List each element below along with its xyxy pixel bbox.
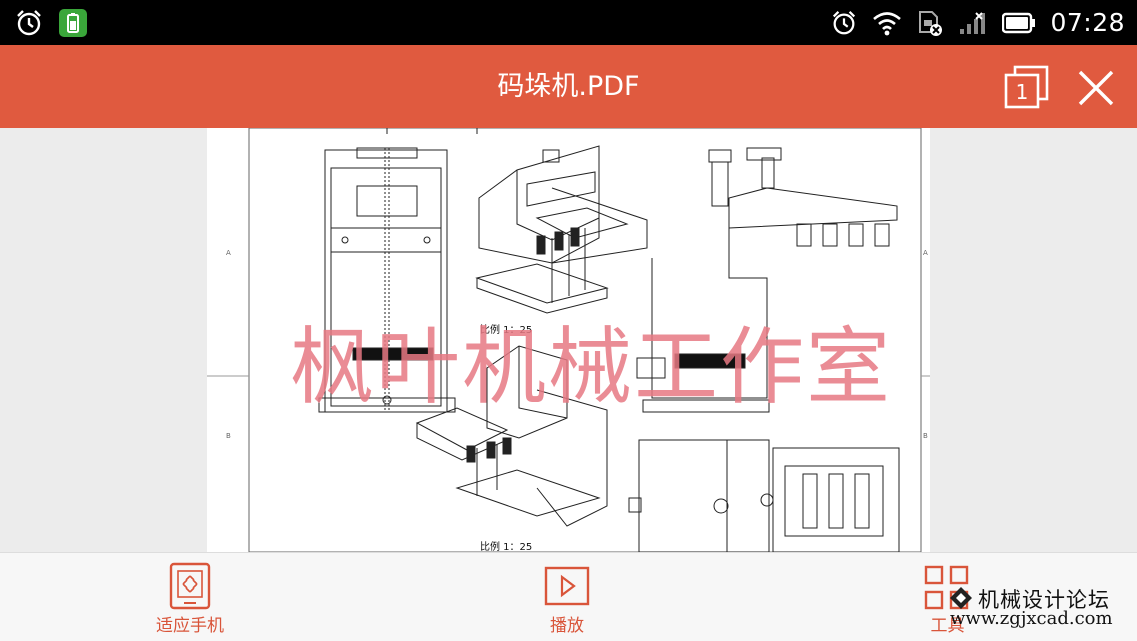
pdf-viewer[interactable]: 比例 1：25 比例 1：25 A B A B — [0, 128, 1137, 552]
play-icon — [544, 566, 590, 606]
status-bar: 07:28 — [0, 0, 1137, 45]
fit-phone-button[interactable]: 适应手机 — [140, 553, 240, 641]
row-marker: B — [923, 432, 928, 440]
clock: 07:28 — [1050, 8, 1125, 37]
row-marker: A — [923, 249, 928, 257]
battery-icon — [1002, 12, 1036, 33]
row-marker: B — [226, 432, 231, 440]
cad-drawing: 比例 1：25 比例 1：25 A B A B — [207, 128, 930, 552]
row-marker: A — [226, 249, 231, 257]
tools-label: 工具 — [930, 616, 965, 636]
document-title: 码垛机.PDF — [497, 71, 640, 102]
close-icon — [1078, 70, 1114, 106]
pages-button[interactable]: 1 — [1003, 65, 1051, 109]
fit-phone-label: 适应手机 — [156, 616, 224, 636]
page-count: 1 — [1015, 80, 1029, 104]
alarm-icon — [833, 10, 856, 34]
fit-screen-icon — [169, 562, 211, 610]
alarm-icon — [17, 9, 41, 35]
pages-icon — [1004, 65, 1049, 109]
play-label: 播放 — [550, 616, 584, 636]
forum-url: www.zgjxcad.com — [950, 608, 1113, 629]
battery-app-icon — [59, 8, 87, 37]
scale-label: 比例 1：25 — [480, 540, 532, 552]
bottom-toolbar: 适应手机 播放 工具 — [0, 552, 1137, 641]
pdf-page[interactable]: 比例 1：25 比例 1：25 A B A B — [207, 128, 930, 552]
scale-label: 比例 1：25 — [480, 323, 532, 336]
sim-card-off-icon — [919, 10, 943, 36]
close-button[interactable] — [1076, 68, 1116, 108]
diamond-logo-icon — [950, 587, 972, 609]
forum-name: 机械设计论坛 — [978, 588, 1110, 612]
app-bar: 码垛机.PDF 1 — [0, 45, 1137, 128]
play-button[interactable]: 播放 — [517, 553, 617, 641]
wifi-icon — [873, 11, 902, 35]
signal-icon — [960, 11, 986, 34]
watermark: 枫叶机械工作室 — [290, 318, 893, 416]
